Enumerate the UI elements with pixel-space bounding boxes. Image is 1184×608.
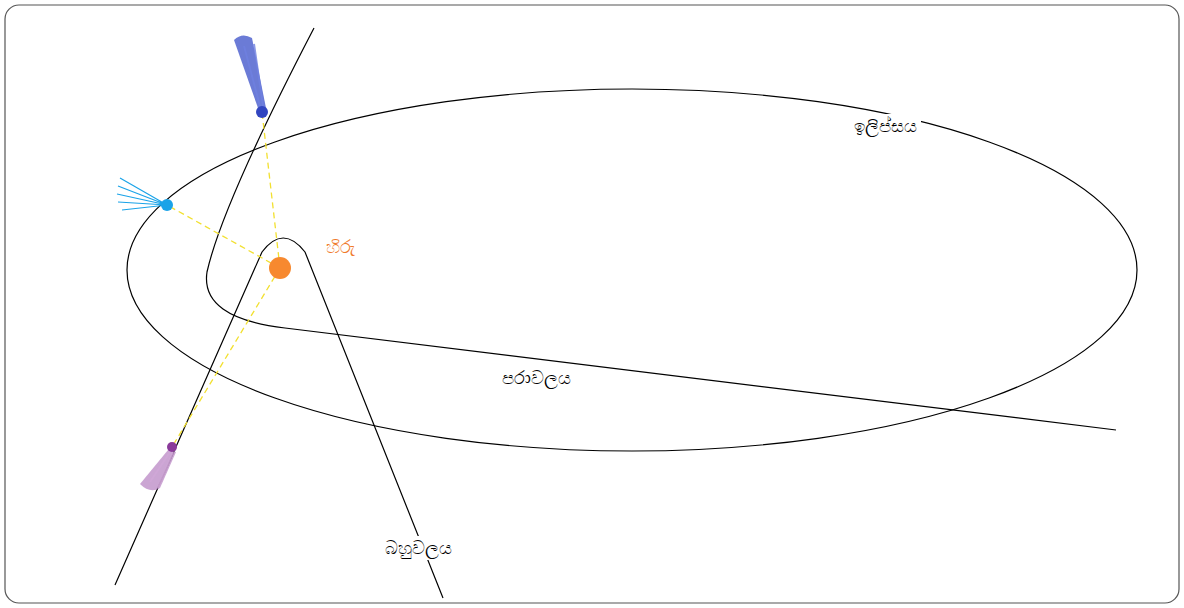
ellipse-orbit: [127, 89, 1137, 451]
parabola-label: පරාවලය: [498, 366, 575, 389]
sun-disc: [269, 257, 291, 279]
comet-light-blue: [117, 178, 173, 211]
hyperbola-label: බහුවලය: [381, 536, 456, 559]
frame: [5, 5, 1179, 603]
ellipse-label: ඉලිප්සය: [850, 114, 921, 137]
sun-label: හිරු: [322, 235, 359, 258]
parabola-orbit: [206, 28, 1116, 430]
comet-dark-blue: [234, 35, 268, 118]
radius-lines: [167, 112, 280, 447]
comet-purple: [140, 442, 177, 490]
